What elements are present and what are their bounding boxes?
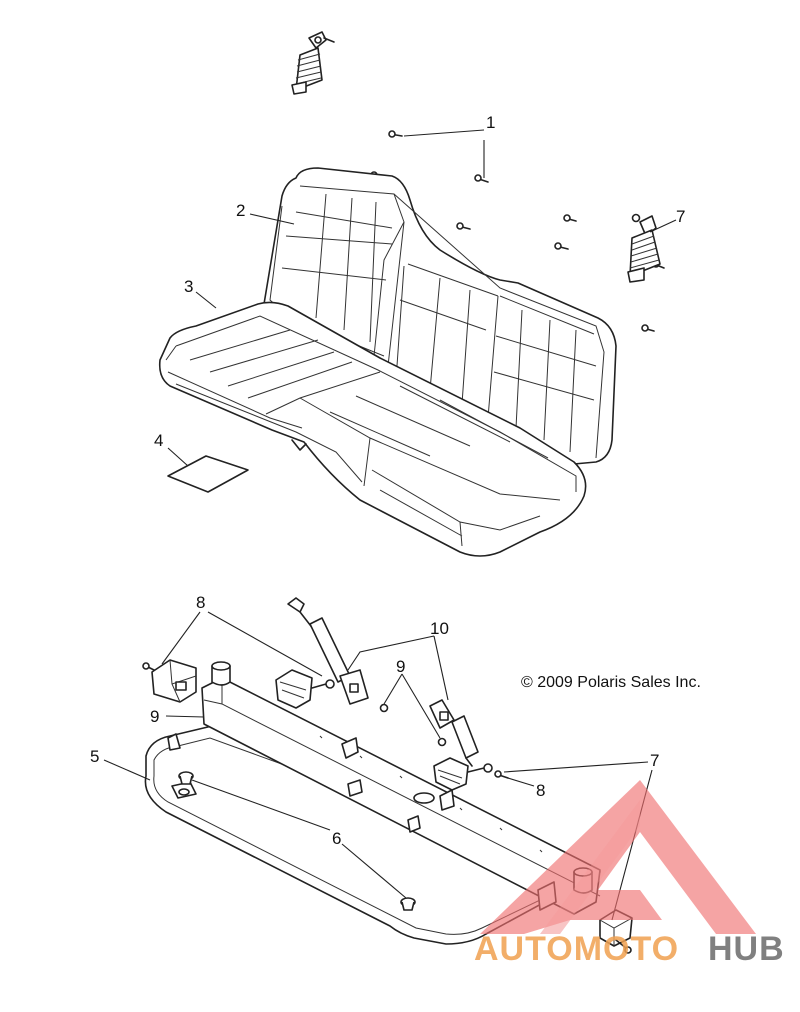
callout-9-left: 9	[150, 707, 159, 726]
callout-3: 3	[184, 277, 193, 296]
seat-belt-left-buckle	[142, 659, 197, 703]
seat-belt-tongue-right	[429, 699, 479, 767]
leader-lines	[103, 129, 677, 921]
callout-5: 5	[90, 747, 99, 766]
callout-7-lower: 7	[650, 751, 659, 770]
watermark-text-part2: HUB	[708, 930, 785, 968]
callout-7-upper: 7	[676, 207, 685, 226]
watermark-text-part1: AUTOMOTO	[474, 930, 679, 968]
callout-10: 10	[430, 619, 449, 638]
decal-label	[167, 455, 249, 493]
seat-cushion	[158, 301, 587, 557]
isolator-spring-right	[627, 213, 661, 283]
callout-6: 6	[332, 829, 341, 848]
callout-1: 1	[486, 113, 495, 132]
callout-8-left: 8	[196, 593, 205, 612]
callout-4: 4	[154, 431, 163, 450]
copyright-notice: © 2009 Polaris Sales Inc.	[521, 674, 701, 691]
watermark-triangle-logo	[480, 780, 756, 934]
grommet-set	[178, 771, 416, 911]
seat-belt-center-buckle	[275, 669, 335, 709]
callout-numbers: 1 2 3 4 7 8 10 9 9 5 7 8 6	[90, 113, 685, 848]
seat-belt-tongue-left	[287, 597, 369, 705]
callout-2: 2	[236, 201, 245, 220]
automotohub-watermark: AUTOMOTO HUB	[474, 780, 785, 968]
callout-8-right: 8	[536, 781, 545, 800]
isolator-spring-top	[291, 31, 335, 95]
callout-9-right: 9	[396, 657, 405, 676]
seat-belt-right-buckle	[433, 757, 509, 791]
